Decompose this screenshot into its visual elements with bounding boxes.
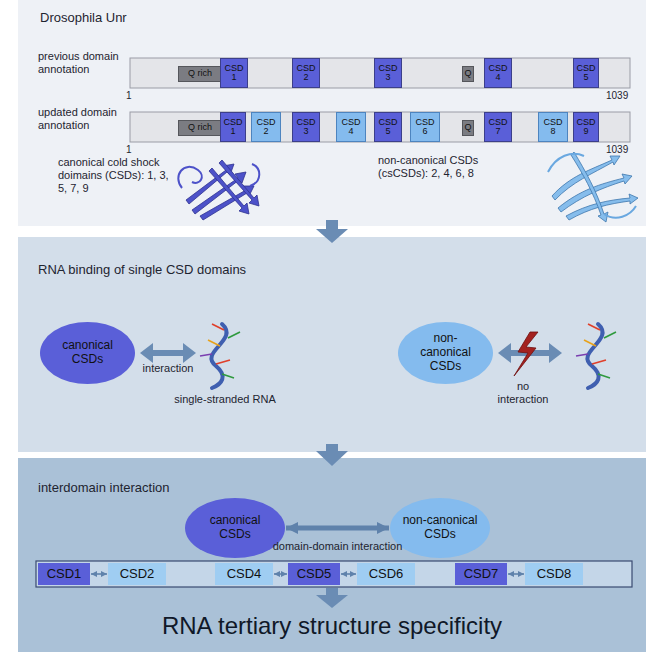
domain-box: CSD 1 <box>220 58 248 88</box>
interaction-arrow <box>508 573 524 575</box>
protein-bar <box>130 58 630 88</box>
domain-box: CSD 8 <box>538 112 568 142</box>
q-rich-box: Q rich <box>178 66 222 82</box>
domain-name: Q <box>465 69 472 78</box>
domain-box: CSD 3 <box>292 112 320 142</box>
annotation-label: updated domain annotation <box>38 106 126 132</box>
domain-box: CSD 1 <box>220 112 246 142</box>
domain-box: CSD 2 <box>292 58 320 88</box>
interaction-arrow <box>341 573 356 575</box>
domain-box: CSD 5 <box>374 112 402 142</box>
q-rich-box: Q <box>462 120 474 136</box>
domain-name: CSD 8 <box>541 118 565 137</box>
domain-name: canonical CSDs <box>197 514 273 542</box>
panel-heading: interdomain interaction <box>38 480 170 495</box>
annotation-label: single-stranded RNA <box>160 393 290 406</box>
interaction-arrow <box>286 526 389 531</box>
annotation-label: no interaction <box>492 380 554 406</box>
domain-name: CSD5 <box>297 567 332 581</box>
domain-name: Q rich <box>188 123 212 132</box>
annotation-label: interaction <box>128 362 208 375</box>
q-rich-box: Q rich <box>178 120 222 136</box>
domain-box: CSD 9 <box>573 112 599 142</box>
interaction-arrow <box>91 573 107 575</box>
domain-name: CSD 1 <box>223 64 245 83</box>
annotation-label: 1039 <box>606 144 636 156</box>
domain-ellipse: non-canonical CSDs <box>390 498 490 558</box>
non-canonical-csd-structure <box>548 152 638 222</box>
rna-strand <box>200 324 240 388</box>
rna-strand <box>576 324 616 388</box>
domain-ellipse: non-canonical CSDs <box>398 322 493 384</box>
domain-label-box: CSD6 <box>357 563 415 585</box>
q-rich-box: Q <box>462 66 474 82</box>
domain-label-box: CSD7 <box>455 563 507 585</box>
domain-name: CSD7 <box>464 567 499 581</box>
domain-strip <box>36 561 632 587</box>
domain-ellipse: canonical CSDs <box>40 322 135 384</box>
domain-name: CSD 7 <box>487 118 509 137</box>
domain-ellipse: canonical CSDs <box>185 498 285 558</box>
domain-box: CSD 4 <box>484 58 512 88</box>
lightning-bolt <box>514 332 538 376</box>
domain-name: CSD 3 <box>295 118 317 137</box>
domain-name: CSD 4 <box>339 118 363 137</box>
domain-label-box: CSD1 <box>38 563 90 585</box>
domain-name: CSD4 <box>227 567 262 581</box>
conclusion-text: RNA tertiary structure specificity <box>18 612 646 641</box>
domain-name: CSD 5 <box>377 118 399 137</box>
domain-box: CSD 5 <box>573 58 599 88</box>
domain-label-box: CSD4 <box>215 563 273 585</box>
domain-name: CSD2 <box>120 567 155 581</box>
edge-label: domain-domain interaction <box>273 540 403 553</box>
domain-name: CSD 3 <box>377 64 399 83</box>
domain-label-box: CSD8 <box>525 563 583 585</box>
domain-name: non-canonical CSDs <box>402 514 478 542</box>
domain-name: Q rich <box>188 69 212 78</box>
domain-name: CSD 1 <box>223 118 243 137</box>
domain-name: CSD 2 <box>295 64 317 83</box>
canonical-csd-structure <box>178 160 259 220</box>
domain-box: CSD 7 <box>484 112 512 142</box>
domain-name: canonical CSDs <box>52 339 123 367</box>
annotation-label: 1 <box>126 144 140 156</box>
domain-label-box: CSD2 <box>108 563 166 585</box>
domain-name: CSD 2 <box>254 118 278 137</box>
flow-arrow <box>316 588 348 608</box>
domain-box: CSD 4 <box>336 112 366 142</box>
domain-name: CSD6 <box>369 567 404 581</box>
annotation-label: previous domain annotation <box>38 50 126 76</box>
protein-bar <box>130 112 630 142</box>
domain-name: CSD1 <box>47 567 82 581</box>
domain-name: CSD8 <box>537 567 572 581</box>
annotation-label: 1039 <box>606 90 636 102</box>
flow-arrow <box>316 444 348 466</box>
domain-name: Q <box>465 123 472 132</box>
domain-box: CSD 2 <box>251 112 281 142</box>
domain-name: CSD 5 <box>576 64 596 83</box>
panel: RNA binding of single CSD domains canonic… <box>18 237 646 452</box>
panel-heading: RNA binding of single CSD domains <box>38 262 246 277</box>
domain-name: CSD 4 <box>487 64 509 83</box>
interaction-arrow <box>274 573 287 575</box>
panel-heading: Drosophila Unr <box>40 10 127 25</box>
annotation-label: canonical cold shock doimains (CSDs): 1,… <box>58 156 172 196</box>
domain-name: CSD 6 <box>413 118 437 137</box>
flow-arrow <box>316 220 348 243</box>
domain-name: CSD 9 <box>576 118 596 137</box>
domain-name: non-canonical CSDs <box>410 332 481 373</box>
interaction-arrow <box>140 343 196 363</box>
domain-box: CSD 6 <box>410 112 440 142</box>
domain-box: CSD 3 <box>374 58 402 88</box>
domain-label-box: CSD5 <box>288 563 340 585</box>
annotation-label: 1 <box>126 90 140 102</box>
annotation-label: non-canonical CSDs (csCSDs): 2, 4, 6, 8 <box>378 154 508 180</box>
